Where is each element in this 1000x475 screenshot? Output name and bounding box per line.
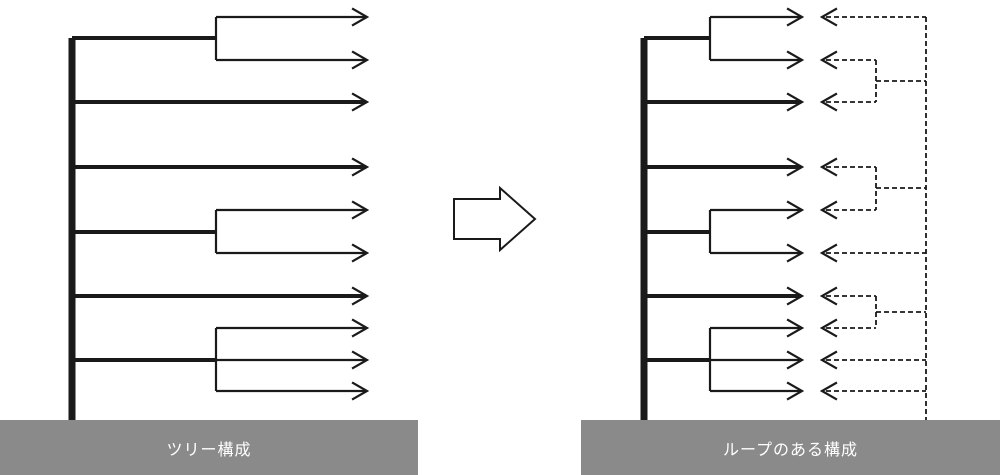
loop-structure [640, 7, 927, 420]
tree-caption-bar: ツリー構成 [0, 420, 418, 475]
loop-caption-bar: ループのある構成 [581, 420, 1000, 475]
loop-return-paths [826, 16, 927, 420]
tree-structure [68, 7, 369, 420]
tree-caption: ツリー構成 [166, 439, 252, 459]
transform-arrow-icon [453, 185, 537, 253]
loop-caption: ループのある構成 [722, 439, 859, 459]
